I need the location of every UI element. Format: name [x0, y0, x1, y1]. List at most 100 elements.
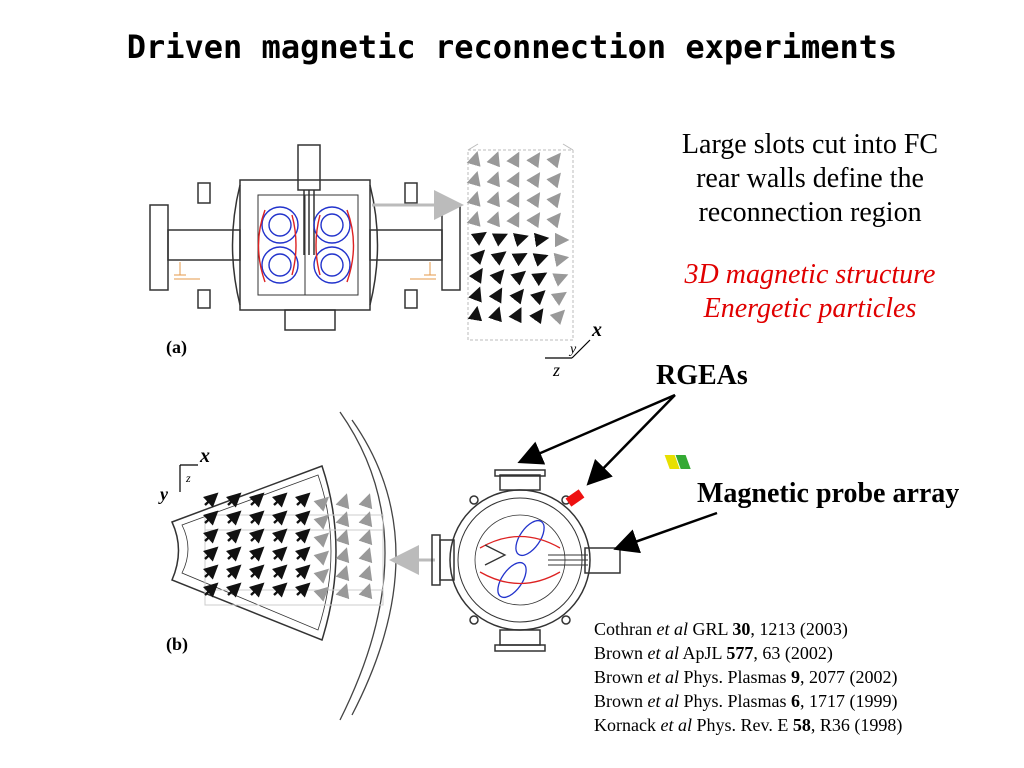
field-vector-icon: [509, 288, 524, 305]
field-vector-icon: [313, 550, 330, 566]
field-vector-icon: [546, 192, 561, 209]
field-vector-icon: [530, 290, 546, 306]
field-vector-icon: [203, 528, 219, 544]
field-vector-icon: [526, 172, 541, 189]
outer-arc: [339, 411, 386, 721]
field-vector-icon: [249, 582, 265, 598]
field-vector-icon: [358, 511, 373, 528]
rgeas-label: RGEAs: [656, 360, 748, 391]
field-vector-icon: [358, 529, 373, 546]
highlight-text: 3D magnetic structure Energetic particle…: [640, 258, 980, 326]
field-vector-icon: [549, 309, 566, 326]
description-line: Large slots cut into FC: [681, 129, 939, 160]
field-vector-icon: [272, 492, 288, 508]
slide-title: Driven magnetic reconnection experiments: [126, 28, 898, 66]
field-vector-icon: [506, 151, 520, 168]
probe-array-pointer: [613, 511, 718, 554]
field-vector-icon: [249, 492, 265, 508]
field-vector-icon: [470, 231, 487, 246]
field-vector-icon: [546, 212, 561, 229]
field-vector-icon: [486, 191, 500, 208]
field-vector-icon: [249, 528, 265, 544]
reference-item: Cothran et al GRL 30, 1213 (2003): [594, 619, 848, 639]
panel-a-label: (a): [166, 337, 187, 357]
field-loops-a: [257, 206, 355, 284]
field-vector-icon: [358, 493, 373, 510]
field-vector-icon: [510, 270, 527, 286]
left-gun: [167, 229, 241, 261]
rgea-green-icon: [675, 455, 691, 469]
field-loops-b: [479, 519, 561, 599]
field-vector-icon: [335, 511, 350, 528]
description-line: reconnection region: [698, 197, 922, 228]
field-vector-icon: [226, 510, 242, 526]
highlight-line: 3D magnetic structure: [684, 259, 936, 290]
reference-item: Kornack et al Phys. Rev. E 58, R36 (1998…: [594, 715, 903, 735]
field-vector-icon: [272, 582, 288, 598]
field-vector-icon: [550, 291, 567, 306]
field-vector-icon: [358, 583, 373, 600]
bottom-port: [284, 309, 336, 331]
field-vector-icon: [249, 510, 265, 526]
field-vector-icon: [468, 267, 483, 284]
field-vector-icon: [335, 583, 350, 600]
vector-plot-a: [467, 143, 574, 341]
field-vector-icon: [466, 190, 481, 207]
axes-a: [545, 339, 591, 359]
field-vector-icon: [313, 514, 330, 530]
vector-field-b: [203, 492, 373, 602]
field-vector-icon: [335, 493, 350, 510]
field-vector-icon: [467, 305, 483, 322]
field-vector-icon: [226, 582, 242, 598]
field-vector-icon: [203, 546, 219, 562]
field-vector-icon: [468, 286, 482, 303]
field-vector-icon: [488, 306, 502, 323]
axis-z-label-b: z: [185, 471, 191, 485]
field-vector-icon: [226, 546, 242, 562]
field-vector-icon: [295, 546, 311, 562]
field-vector-icon: [313, 496, 330, 512]
field-vector-icon: [466, 210, 481, 227]
field-vector-icon: [526, 212, 541, 229]
field-vector-icon: [489, 269, 505, 285]
highlight-line: Energetic particles: [703, 293, 917, 324]
field-vector-icon: [526, 152, 541, 169]
field-vector-icon: [506, 211, 520, 228]
rgea-red-icon: [565, 489, 585, 507]
field-vector-icon: [272, 510, 288, 526]
reference-item: Brown et al Phys. Plasmas 6, 1717 (1999): [594, 691, 898, 711]
description-text: Large slots cut into FC rear walls defin…: [640, 128, 980, 230]
field-vector-icon: [203, 510, 219, 526]
field-vector-icon: [272, 564, 288, 580]
field-vector-icon: [295, 528, 311, 544]
axis-y-label-a: y: [568, 342, 577, 357]
axis-x-label-a: x: [591, 319, 602, 341]
references-list: Cothran et al GRL 30, 1213 (2003) Brown …: [594, 617, 902, 737]
right-gun: [369, 229, 443, 261]
field-vector-icon: [466, 170, 481, 187]
field-vector-icon: [335, 529, 350, 546]
rgea-pointer-1: [517, 393, 676, 465]
axis-y-label-b: y: [158, 484, 169, 504]
field-vector-icon: [249, 546, 265, 562]
field-vector-icon: [529, 308, 544, 325]
field-vector-icon: [226, 528, 242, 544]
field-vector-icon: [486, 211, 500, 228]
panel-b-label: (b): [166, 634, 188, 654]
field-vector-icon: [466, 150, 481, 167]
field-vector-icon: [488, 287, 503, 304]
field-vector-icon: [313, 568, 330, 584]
capacitor-bank: [174, 262, 436, 280]
field-vector-icon: [486, 151, 500, 168]
axes-b: [179, 464, 198, 492]
field-vector-icon: [506, 171, 520, 188]
field-vector-icon: [358, 547, 373, 564]
field-vector-icon: [295, 492, 311, 508]
field-vector-icon: [490, 251, 507, 266]
field-vector-icon: [508, 307, 522, 324]
probe-port: [297, 144, 321, 191]
sector-outline: [170, 465, 337, 641]
rgea-pointer-2: [586, 394, 676, 486]
